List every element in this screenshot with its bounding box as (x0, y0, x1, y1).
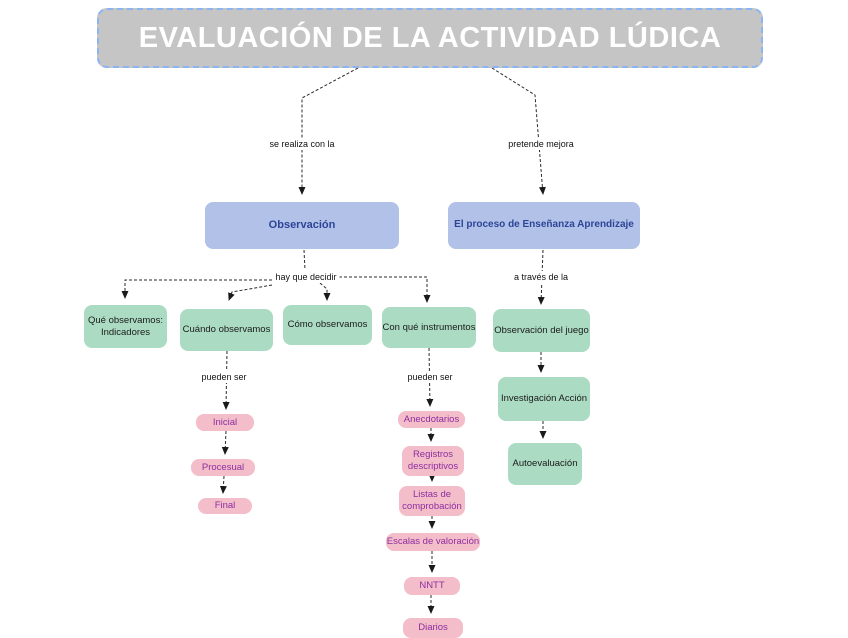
node-registros-descriptivos[interactable]: Registros descriptivos (402, 446, 464, 476)
edge-label-se-realiza-con-la: se realiza con la (266, 138, 338, 150)
title-node[interactable]: EVALUACIÓN DE LA ACTIVIDAD LÚDICA (97, 8, 763, 68)
node-nntt[interactable]: NNTT (404, 577, 460, 595)
node-observacion[interactable]: Observación (205, 202, 399, 249)
node-observacion-del-juego[interactable]: Observación del juego (493, 309, 590, 352)
node-escalas-valoracion[interactable]: Escalas de valoración (386, 533, 480, 551)
node-procesual[interactable]: Procesual (191, 459, 255, 476)
node-que-observamos[interactable]: Qué observamos: Indicadores (84, 305, 167, 348)
node-como-observamos[interactable]: Cómo observamos (283, 305, 372, 345)
edge-label-a-traves-de-la: a través de la (510, 271, 572, 283)
node-listas-comprobacion[interactable]: Listas de comprobación (399, 486, 465, 516)
node-autoevaluacion[interactable]: Autoevaluación (508, 443, 582, 485)
node-final[interactable]: Final (198, 498, 252, 514)
node-diarios[interactable]: Diarios (403, 618, 463, 638)
edge-label-hay-que-decidir: hay que decidir (272, 271, 340, 283)
edge-label-pretende-mejora: pretende mejora (505, 138, 577, 150)
edge-label-pueden-ser-right: pueden ser (404, 371, 456, 383)
node-investigacion-accion[interactable]: Investigación Acción (498, 377, 590, 421)
edge-label-pueden-ser-left: pueden ser (198, 371, 250, 383)
node-con-que-instrumentos[interactable]: Con qué instrumentos (382, 307, 476, 348)
node-anecdotarios[interactable]: Anecdotarios (398, 411, 465, 428)
node-inicial[interactable]: Inicial (196, 414, 254, 431)
node-proceso-ensenanza-aprendizaje[interactable]: El proceso de Enseñanza Aprendizaje (448, 202, 640, 249)
node-cuando-observamos[interactable]: Cuándo observamos (180, 309, 273, 351)
